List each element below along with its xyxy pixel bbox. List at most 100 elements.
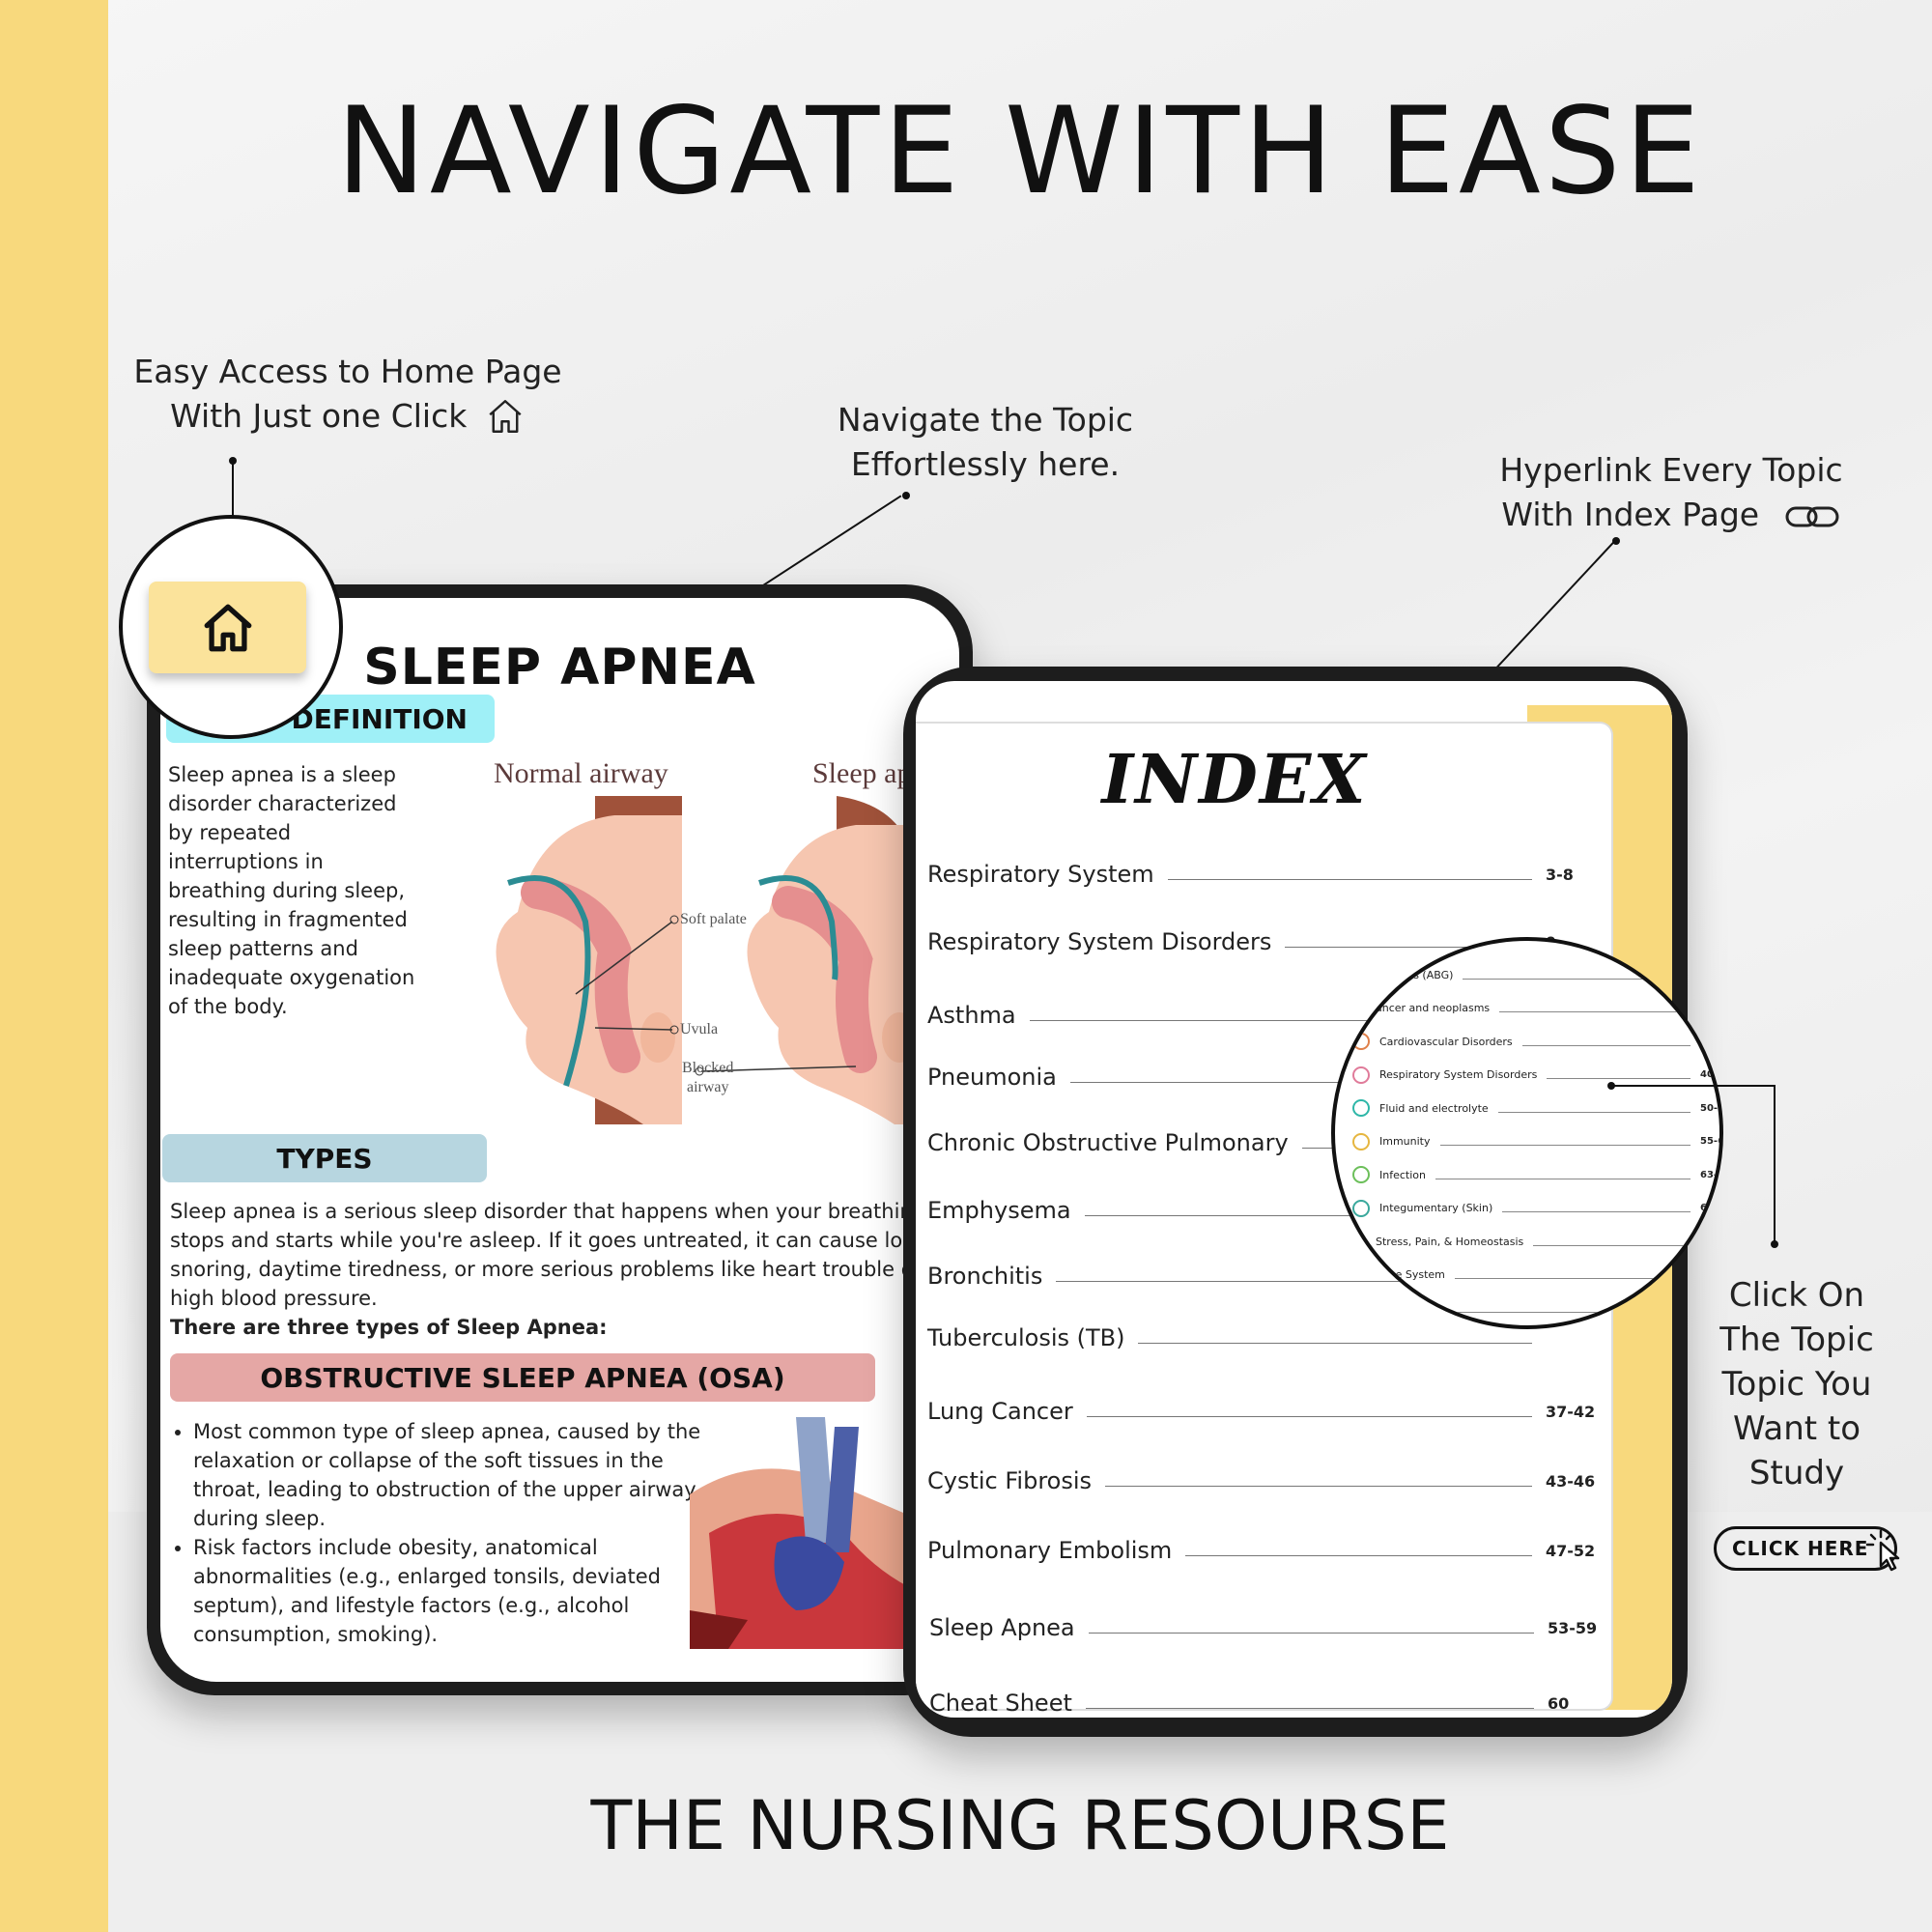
index-entry-leader: [1084, 1214, 1532, 1216]
cursor-click-icon: [1865, 1529, 1900, 1572]
home-callout-line2-text: With Just one Click: [170, 397, 468, 435]
index-entry[interactable]: Respiratory System 3-8: [927, 857, 1604, 892]
magnified-entry-label: tal Disorders: [1376, 1301, 1443, 1315]
home-outline-icon: [489, 400, 522, 433]
magnified-index-entry[interactable]: tal Disorders: [1335, 1295, 1719, 1321]
click-here-label: CLICK HERE: [1732, 1537, 1869, 1560]
tablet-sleep-apnea: SLEEP APNEA DEFINITION Sleep apnea is a …: [147, 584, 973, 1695]
index-entry[interactable]: Tuberculosis (TB): [927, 1321, 1604, 1355]
magnified-entry-label: Stress, Pain, & Homeostasis: [1376, 1235, 1524, 1248]
magnified-entry-pages: 63-67: [1700, 1169, 1719, 1180]
osa-bullet-list: Most common type of sleep apnea, caused …: [172, 1417, 715, 1649]
index-entry-leader: [1086, 1415, 1532, 1417]
index-entry[interactable]: Respiratory System Disorders9: [927, 924, 1604, 959]
magnified-entry-leader: [1533, 1244, 1690, 1246]
topic-callout: Navigate the Topic Effortlessly here.: [811, 398, 1159, 487]
magnified-index-entry[interactable]: Integumentary (Skin)68-72: [1335, 1196, 1719, 1221]
list-item: Risk factors include obesity, anatomical…: [193, 1533, 715, 1649]
index-entry-label: Sleep Apnea: [929, 1614, 1075, 1641]
magnified-entry-leader: [1547, 1078, 1690, 1079]
index-entry-leader: [1056, 1280, 1532, 1282]
index-entry[interactable]: Sleep Apnea 53-59: [929, 1610, 1605, 1645]
uvula-label: Uvula: [680, 1021, 719, 1037]
index-entry[interactable]: Pneumonia: [927, 1060, 1604, 1094]
airway-illustration: [496, 796, 917, 1124]
left-accent-stripe: [0, 0, 108, 1932]
index-entry-label: Emphysema: [927, 1197, 1071, 1224]
index-entry-label: Cheat Sheet: [929, 1690, 1072, 1717]
magnified-entry-pages: 55-62: [1700, 1136, 1719, 1147]
magnified-index-entry[interactable]: crine System: [1335, 1263, 1719, 1288]
sleep-apnea-title: SLEEP APNEA: [363, 639, 756, 696]
magnified-entry-label: crine System: [1376, 1268, 1445, 1281]
index-entry-label: Asthma: [927, 1002, 1016, 1029]
magnified-entry-pages: 40-49: [1700, 1069, 1719, 1080]
index-entry-pages: 3-8: [1546, 865, 1574, 884]
index-entry-pages: 53-59: [1548, 1618, 1598, 1637]
normal-airway-label: Normal airway: [494, 757, 668, 789]
index-entry[interactable]: Bronchitis: [927, 1259, 1604, 1293]
home-magnifier: [119, 515, 343, 739]
index-entry[interactable]: Asthma: [927, 998, 1604, 1033]
index-entry-leader: [1185, 1554, 1532, 1556]
home-button[interactable]: [149, 582, 306, 673]
home-icon: [204, 604, 251, 651]
magnified-entry-label: Infection: [1379, 1168, 1426, 1181]
topic-icon: [1352, 1166, 1370, 1183]
index-entry[interactable]: Chronic Obstructive Pulmonary: [927, 1125, 1604, 1160]
index-entry-label: Respiratory System: [927, 861, 1154, 888]
click-callout-line2: The Topic: [1719, 1321, 1874, 1359]
types-text: Sleep apnea is a serious sleep disorder …: [170, 1200, 928, 1310]
hyperlink-callout-line2: With Index Page: [1478, 493, 1864, 537]
sleep-apnea-screen: SLEEP APNEA DEFINITION Sleep apnea is a …: [160, 598, 959, 1682]
magnified-entry-leader: [1502, 1211, 1690, 1212]
click-here-button[interactable]: CLICK HERE: [1714, 1526, 1900, 1572]
home-callout-line2: With Just one Click: [126, 394, 570, 439]
magnified-entry-pages: 68-72: [1700, 1203, 1719, 1213]
magnified-entry-pages: 73-78: [1700, 1236, 1719, 1247]
throat-illustration: [690, 1417, 951, 1649]
index-entry-label: Cystic Fibrosis: [927, 1467, 1093, 1494]
page-title: NAVIGATE WITH EASE: [336, 82, 1704, 221]
magnified-index-entry[interactable]: ood Gas (ABG): [1335, 962, 1719, 987]
magnified-entry-leader: [1454, 1278, 1690, 1279]
index-entry-label: Bronchitis: [927, 1263, 1043, 1290]
magnified-entry-label: Cardiovascular Disorders: [1379, 1035, 1513, 1048]
osa-heading: OBSTRUCTIVE SLEEP APNEA (OSA): [170, 1353, 875, 1402]
index-entry-leader: [1085, 1707, 1534, 1709]
index-entry-pages: 37-42: [1546, 1402, 1596, 1421]
index-entry-label: Respiratory System Disorders: [927, 928, 1272, 955]
magnified-index-entry[interactable]: Cardiovascular Disorders 25-39: [1335, 1029, 1719, 1054]
topic-icon: [1352, 1199, 1370, 1217]
index-entry-leader: [1105, 1485, 1532, 1487]
hyperlink-callout-line2-text: With Index Page: [1501, 496, 1760, 533]
index-entry-leader: [1138, 1342, 1532, 1344]
index-entry[interactable]: Emphysema: [927, 1193, 1604, 1228]
hyperlink-callout-dot: [1612, 537, 1620, 545]
magnified-index-entry[interactable]: Infection 63-67: [1335, 1162, 1719, 1187]
topic-icon: [1352, 1033, 1370, 1050]
index-entry-leader: [1069, 1081, 1532, 1083]
magnified-entry-pages: 50-54: [1700, 1102, 1719, 1114]
click-callout-line3: Topic You: [1721, 1365, 1872, 1404]
magnified-index-entry[interactable]: Stress, Pain, & Homeostasis 73-78: [1335, 1229, 1719, 1254]
soft-palate-label: Soft palate: [680, 911, 747, 927]
topic-callout-line2: Effortlessly here.: [850, 445, 1121, 483]
index-entry-leader: [1029, 1019, 1532, 1021]
magnified-entry-pages: 25-39: [1700, 1036, 1719, 1047]
index-entry-label: Chronic Obstructive Pulmonary: [927, 1129, 1289, 1156]
click-callout-line1: Click On: [1728, 1276, 1865, 1315]
types-bold-text: There are three types of Sleep Apnea:: [170, 1316, 608, 1339]
topic-callout-dot: [902, 492, 910, 499]
home-callout-line: [232, 461, 234, 567]
list-item: Most common type of sleep apnea, caused …: [193, 1417, 715, 1533]
